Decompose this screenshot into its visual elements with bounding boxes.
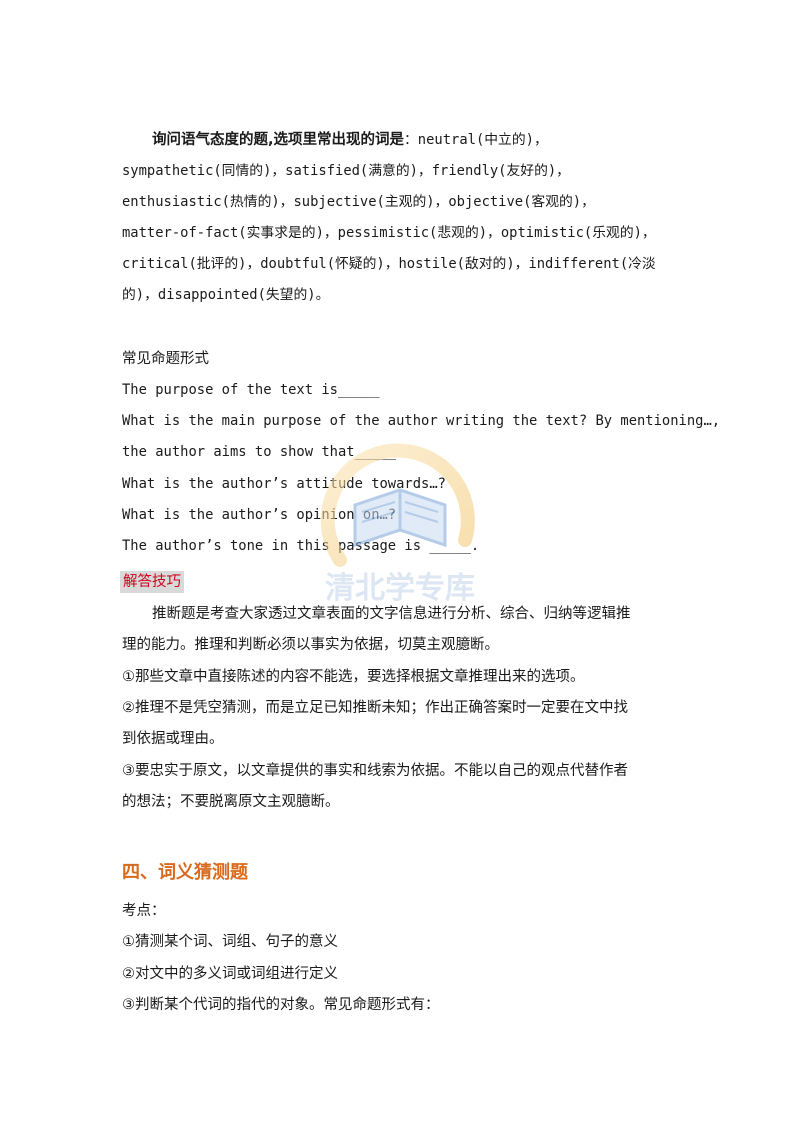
attitude-words-line-2: sympathetic(同情的)，satisfied(满意的)，friendly… — [122, 163, 570, 179]
tips-label: 解答技巧 — [120, 571, 184, 593]
form-item: The author’s tone in this passage is ___… — [122, 538, 480, 554]
tips-line: 到依据或理由。 — [122, 731, 224, 747]
form-item: What is the author’s opinion on…? — [122, 507, 397, 523]
tips-line: 推断题是考查大家透过文章表面的文字信息进行分析、综合、归纳等逻辑推 — [152, 606, 631, 622]
form-item: the author aims to show that_____ — [122, 444, 397, 460]
tips-line: ①那些文章中直接陈述的内容不能选，要选择根据文章推理出来的选项。 — [122, 669, 585, 685]
section4-line: 考点： — [122, 903, 166, 919]
forms-title: 常见命题形式 — [122, 351, 209, 367]
section-heading: 四、词义猜测题 — [122, 862, 248, 883]
attitude-lead-rest: ：neutral(中立的)， — [404, 132, 548, 148]
attitude-lead-bold: 询问语气态度的题,选项里常出现的词是 — [152, 132, 405, 148]
form-item: What is the author’s attitude towards…? — [122, 476, 446, 492]
watermark-text: 清北学专库 — [325, 571, 475, 606]
tips-line: ②推理不是凭空猜测，而是立足已知推断未知；作出正确答案时一定要在文中找 — [122, 700, 628, 716]
form-item: What is the main purpose of the author w… — [122, 413, 721, 429]
attitude-words-line-1: 询问语气态度的题,选项里常出现的词是：neutral(中立的)， — [152, 130, 548, 150]
section4-line: ①猜测某个词、词组、句子的意义 — [122, 934, 338, 950]
attitude-words-line-6: 的)，disappointed(失望的)。 — [122, 287, 330, 303]
tips-line: ③要忠实于原文，以文章提供的事实和线索为依据。不能以自己的观点代替作者 — [122, 763, 628, 779]
form-item: The purpose of the text is_____ — [122, 382, 380, 398]
attitude-words-line-3: enthusiastic(热情的)，subjective(主观的)，object… — [122, 194, 595, 210]
tips-line: 的想法；不要脱离原文主观臆断。 — [122, 794, 340, 810]
attitude-words-line-5: critical(批评的)，doubtful(怀疑的)，hostile(敌对的)… — [122, 256, 656, 272]
tips-line: 理的能力。推理和判断必须以事实为依据，切莫主观臆断。 — [122, 637, 499, 653]
attitude-words-line-4: matter-of-fact(实事求是的)，pessimistic(悲观的)，o… — [122, 225, 656, 241]
section4-line: ②对文中的多义词或词组进行定义 — [122, 966, 338, 982]
section4-line: ③判断某个代词的指代的对象。常见命题形式有： — [122, 997, 440, 1013]
